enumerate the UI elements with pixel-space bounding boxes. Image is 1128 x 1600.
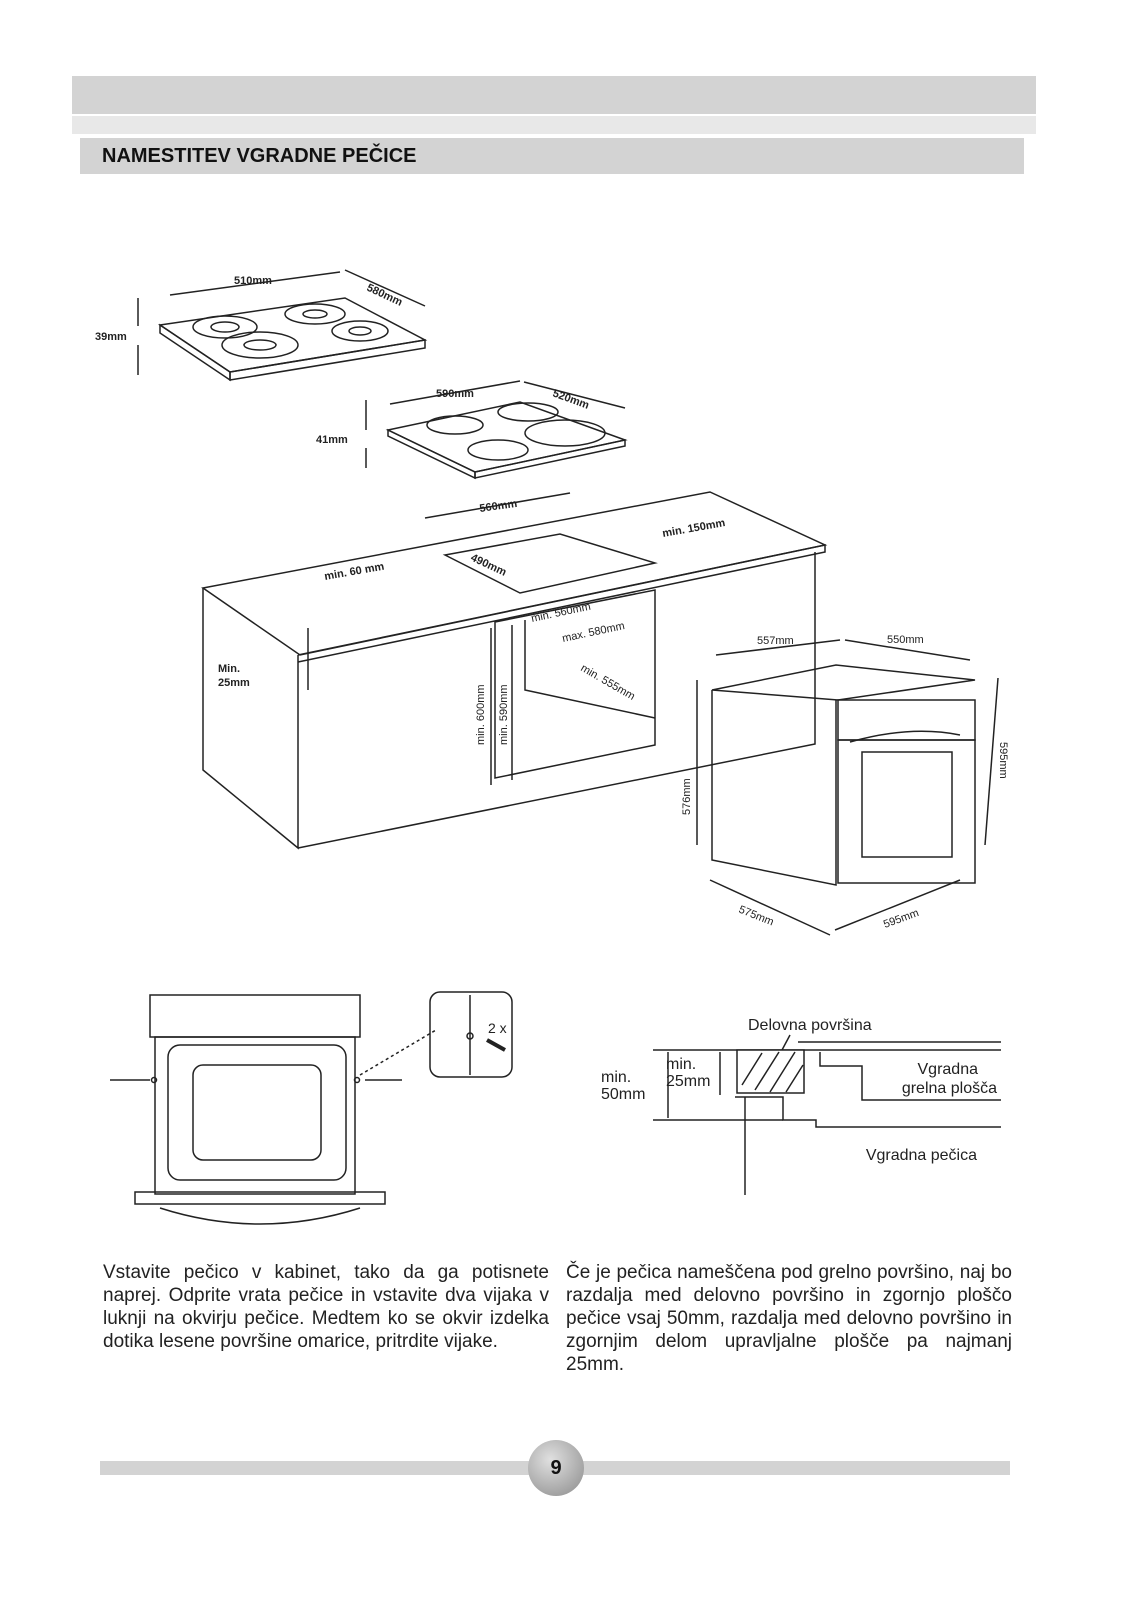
oven-depth-label: 557mm	[757, 635, 794, 647]
oven-diagram: 557mm 550mm 576mm 595mm 575mm 595mm	[681, 634, 1009, 936]
min25-label-1: min.	[666, 1056, 696, 1073]
cabinet-diagram: 560mm 490mm min. 60 mm min. 150mm Min. 2…	[201, 491, 828, 850]
oven-height-576-label: 576mm	[681, 778, 693, 815]
cutout-depth-label: 490mm	[469, 552, 509, 579]
min-top-label-1: Min.	[218, 663, 240, 675]
header-subbar	[72, 116, 1036, 134]
min50-label-2: 50mm	[601, 1086, 645, 1103]
min50-label-1: min.	[601, 1069, 631, 1086]
screws-count-label: 2 x	[488, 1020, 507, 1036]
min-back-label: min. 150mm	[661, 517, 726, 540]
hob2-height-label: 41mm	[316, 434, 348, 446]
oven-label: Vgradna pečica	[866, 1147, 977, 1164]
hob1-height-label: 39mm	[95, 331, 127, 343]
instruction-text-right: Če je pečica nameščena pod grelno površi…	[566, 1262, 1012, 1375]
oven-front-screw-diagram: 2 x	[110, 991, 513, 1225]
hob1-width-label: 510mm	[234, 275, 272, 287]
section-diagram: Delovna površina min. 50mm min. 25mm Vgr…	[601, 1017, 1001, 1195]
hob2-depth-label: 520mm	[551, 388, 591, 412]
niche-depth-label: min. 555mm	[579, 662, 637, 703]
niche-height-590-label: min. 590mm	[498, 684, 510, 745]
min25-label-2: 25mm	[666, 1073, 710, 1090]
hob-label-2: grelna plošča	[902, 1080, 997, 1097]
ceramic-hob-diagram: 590mm 520mm 41mm	[316, 380, 628, 480]
niche-height-600-label: min. 600mm	[475, 684, 487, 745]
hob1-depth-label: 580mm	[365, 282, 405, 309]
hob-label-1: Vgradna	[918, 1061, 979, 1078]
section-title-bar: NAMESTITEV VGRADNE PEČICE	[80, 138, 1024, 174]
header-bar	[72, 76, 1036, 114]
page-number: 9	[528, 1440, 584, 1496]
electric-hob-diagram: 510mm 580mm 39mm	[95, 269, 428, 382]
hob2-width-label: 590mm	[436, 388, 474, 400]
oven-width-595-label: 595mm	[882, 907, 921, 931]
niche-width-max-label: max. 580mm	[561, 620, 626, 645]
oven-width-label: 550mm	[887, 634, 924, 646]
section-title: NAMESTITEV VGRADNE PEČICE	[102, 145, 417, 167]
min-top-label-2: 25mm	[218, 677, 250, 689]
cutout-width-label: 560mm	[479, 498, 518, 515]
worktop-label: Delovna površina	[748, 1017, 872, 1034]
instruction-text-left: Vstavite pečico v kabinet, tako da ga po…	[103, 1262, 549, 1352]
oven-height-595-label: 595mm	[997, 742, 1009, 779]
